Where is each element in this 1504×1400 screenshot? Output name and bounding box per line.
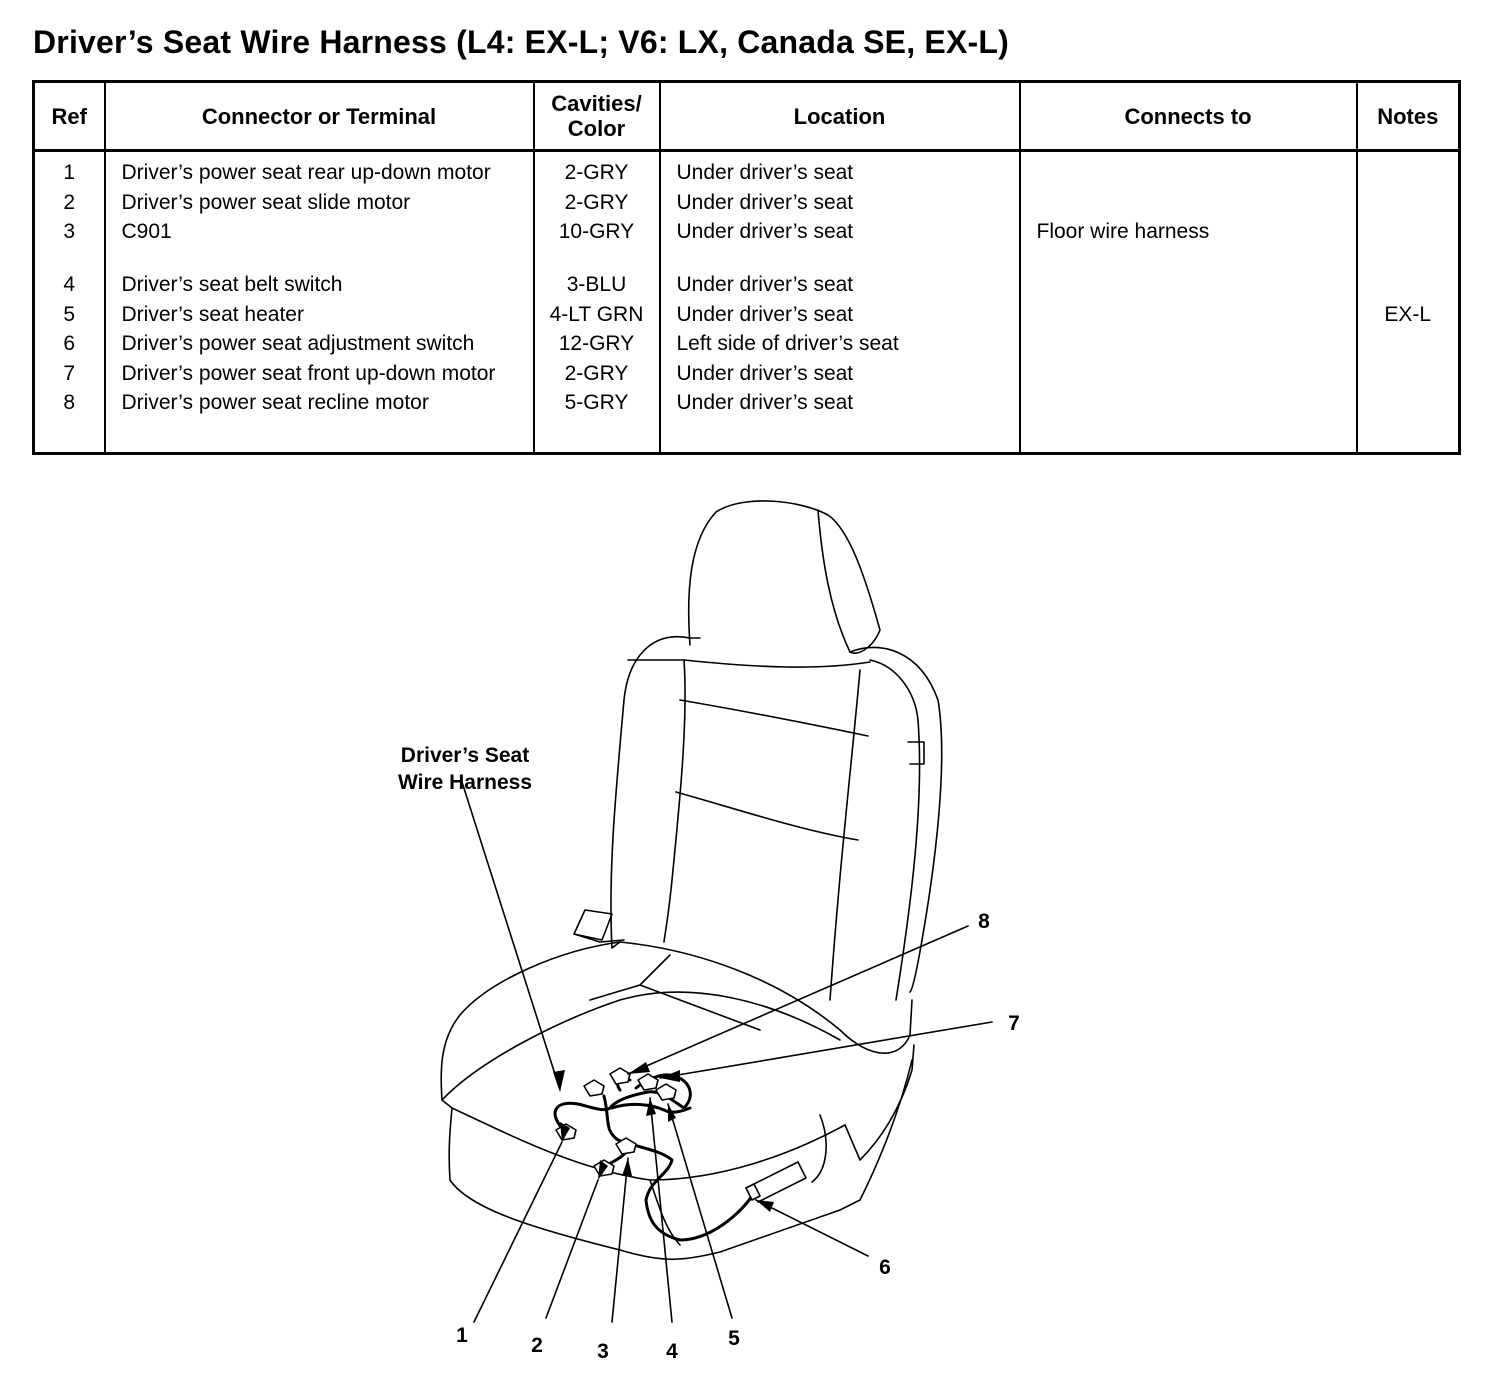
location-cell: Under driver’s seat — [676, 161, 854, 184]
ref-cell: 6 — [63, 332, 76, 355]
leader-7 — [659, 1021, 993, 1079]
ref-cell: 3 — [63, 220, 76, 243]
connects-to-cell — [1021, 329, 1356, 359]
page-title: Driver’s Seat Wire Harness (L4: EX-L; V6… — [33, 24, 1009, 60]
cavities-cell: 2-GRY — [564, 161, 629, 184]
leader-6 — [755, 1199, 869, 1257]
belt-buckle — [573, 909, 625, 943]
notes-cell — [1358, 388, 1459, 418]
notes-cell — [1358, 359, 1459, 389]
location-cell: Under driver’s seat — [676, 302, 854, 326]
connects-to-cell: Floor wire harness — [1036, 220, 1210, 243]
column-notes: EX-L — [1355, 150, 1461, 454]
callout-2: 2 — [531, 1334, 543, 1357]
connects-to-cell — [1021, 270, 1356, 300]
leader-4 — [649, 1097, 673, 1323]
header-cavities: Cavities/ Color — [532, 80, 661, 152]
location-cell: Under driver’s seat — [676, 361, 854, 385]
location-cell: Under driver’s seat — [676, 190, 854, 214]
callout-8: 8 — [978, 910, 990, 933]
connector-cell: Driver’s power seat recline motor — [121, 391, 429, 414]
cavities-cell: 2-GRY — [564, 190, 629, 214]
leader-8 — [627, 925, 969, 1075]
ref-cell: 7 — [63, 361, 76, 385]
connector-cell: Driver’s power seat rear up-down motor — [121, 161, 491, 184]
header-connects-to: Connects to — [1018, 80, 1358, 152]
connector-cell: Driver’s power seat slide motor — [121, 190, 411, 214]
header-cavities-line1: Cavities/ — [551, 91, 642, 116]
callout-3: 3 — [597, 1340, 609, 1363]
leader-1 — [473, 1141, 563, 1323]
ref-cell: 1 — [63, 161, 76, 184]
connects-to-cell — [1021, 300, 1356, 330]
callout-5: 5 — [728, 1327, 740, 1350]
connects-to-cell — [1021, 359, 1356, 389]
callout-6: 6 — [879, 1256, 891, 1279]
cavities-cell: 4-LT GRN — [549, 302, 644, 326]
header-ref: Ref — [32, 80, 106, 152]
column-ref: 1 2 3 4 5 6 7 8 — [32, 150, 106, 454]
callout-7: 7 — [1008, 1012, 1020, 1035]
cavities-cell: 3-BLU — [566, 273, 627, 296]
ref-cell: 2 — [63, 190, 76, 214]
connector-cell: Driver’s seat belt switch — [121, 273, 343, 296]
header-notes: Notes — [1355, 80, 1461, 152]
seat-diagram: Driver’s Seat Wire Harness 1 2 3 4 5 6 7… — [398, 500, 1020, 1363]
connects-to-cell — [1021, 158, 1356, 188]
connector-cell: Driver’s power seat adjustment switch — [121, 332, 475, 355]
callout-4: 4 — [666, 1340, 678, 1363]
cavities-cell: 10-GRY — [558, 220, 635, 243]
cavities-cell: 5-GRY — [564, 391, 629, 414]
ref-cell: 4 — [63, 273, 76, 296]
ref-cell: 8 — [63, 391, 76, 414]
connects-to-cell — [1021, 388, 1356, 418]
connector-cell: C901 — [121, 220, 172, 243]
leader-harness — [461, 781, 561, 1091]
table-header-row: Ref Connector or Terminal Cavities/ Colo… — [32, 80, 1461, 152]
location-cell: Left side of driver’s seat — [676, 332, 899, 355]
notes-cell: EX-L — [1384, 302, 1432, 326]
header-cavities-line2: Color — [567, 116, 626, 141]
notes-cell — [1358, 158, 1459, 188]
cavities-cell: 12-GRY — [558, 332, 635, 355]
cavities-cell: 2-GRY — [564, 361, 629, 385]
leader-2 — [545, 1179, 599, 1319]
table-body: 1 2 3 4 5 6 7 8 Driver’s power seat rear up-dow… — [32, 150, 1461, 454]
header-connector: Connector or Terminal — [103, 80, 535, 152]
connector-cell: Driver’s seat heater — [121, 302, 304, 326]
notes-cell — [1358, 270, 1459, 300]
harness-label-line2: Wire Harness — [398, 771, 532, 794]
callout-1: 1 — [456, 1324, 468, 1347]
leader-5 — [667, 1103, 733, 1319]
location-cell: Under driver’s seat — [676, 220, 854, 243]
seatback — [610, 635, 691, 949]
notes-cell — [1358, 329, 1459, 359]
connector-cell: Driver’s power seat front up-down motor — [121, 361, 496, 385]
harness-table: Ref Connector or Terminal Cavities/ Colo… — [32, 80, 1461, 455]
leader-3 — [611, 1157, 629, 1323]
column-connects-to: Floor wire harness — [1018, 150, 1358, 454]
seat-cushion — [440, 941, 841, 1261]
header-location: Location — [658, 80, 1021, 152]
column-cavities: 2-GRY 2-GRY 10-GRY 3-BLU 4-LT GRN 12-GRY 2-GRY… — [532, 150, 661, 454]
notes-cell — [1358, 217, 1459, 270]
connects-to-cell — [1021, 188, 1356, 218]
harness-label-line1: Driver’s Seat — [401, 744, 529, 767]
ref-cell: 5 — [63, 302, 76, 326]
headrest — [687, 500, 881, 654]
location-cell: Under driver’s seat — [676, 273, 854, 296]
notes-cell — [1358, 188, 1459, 218]
location-cell: Under driver’s seat — [676, 391, 854, 414]
